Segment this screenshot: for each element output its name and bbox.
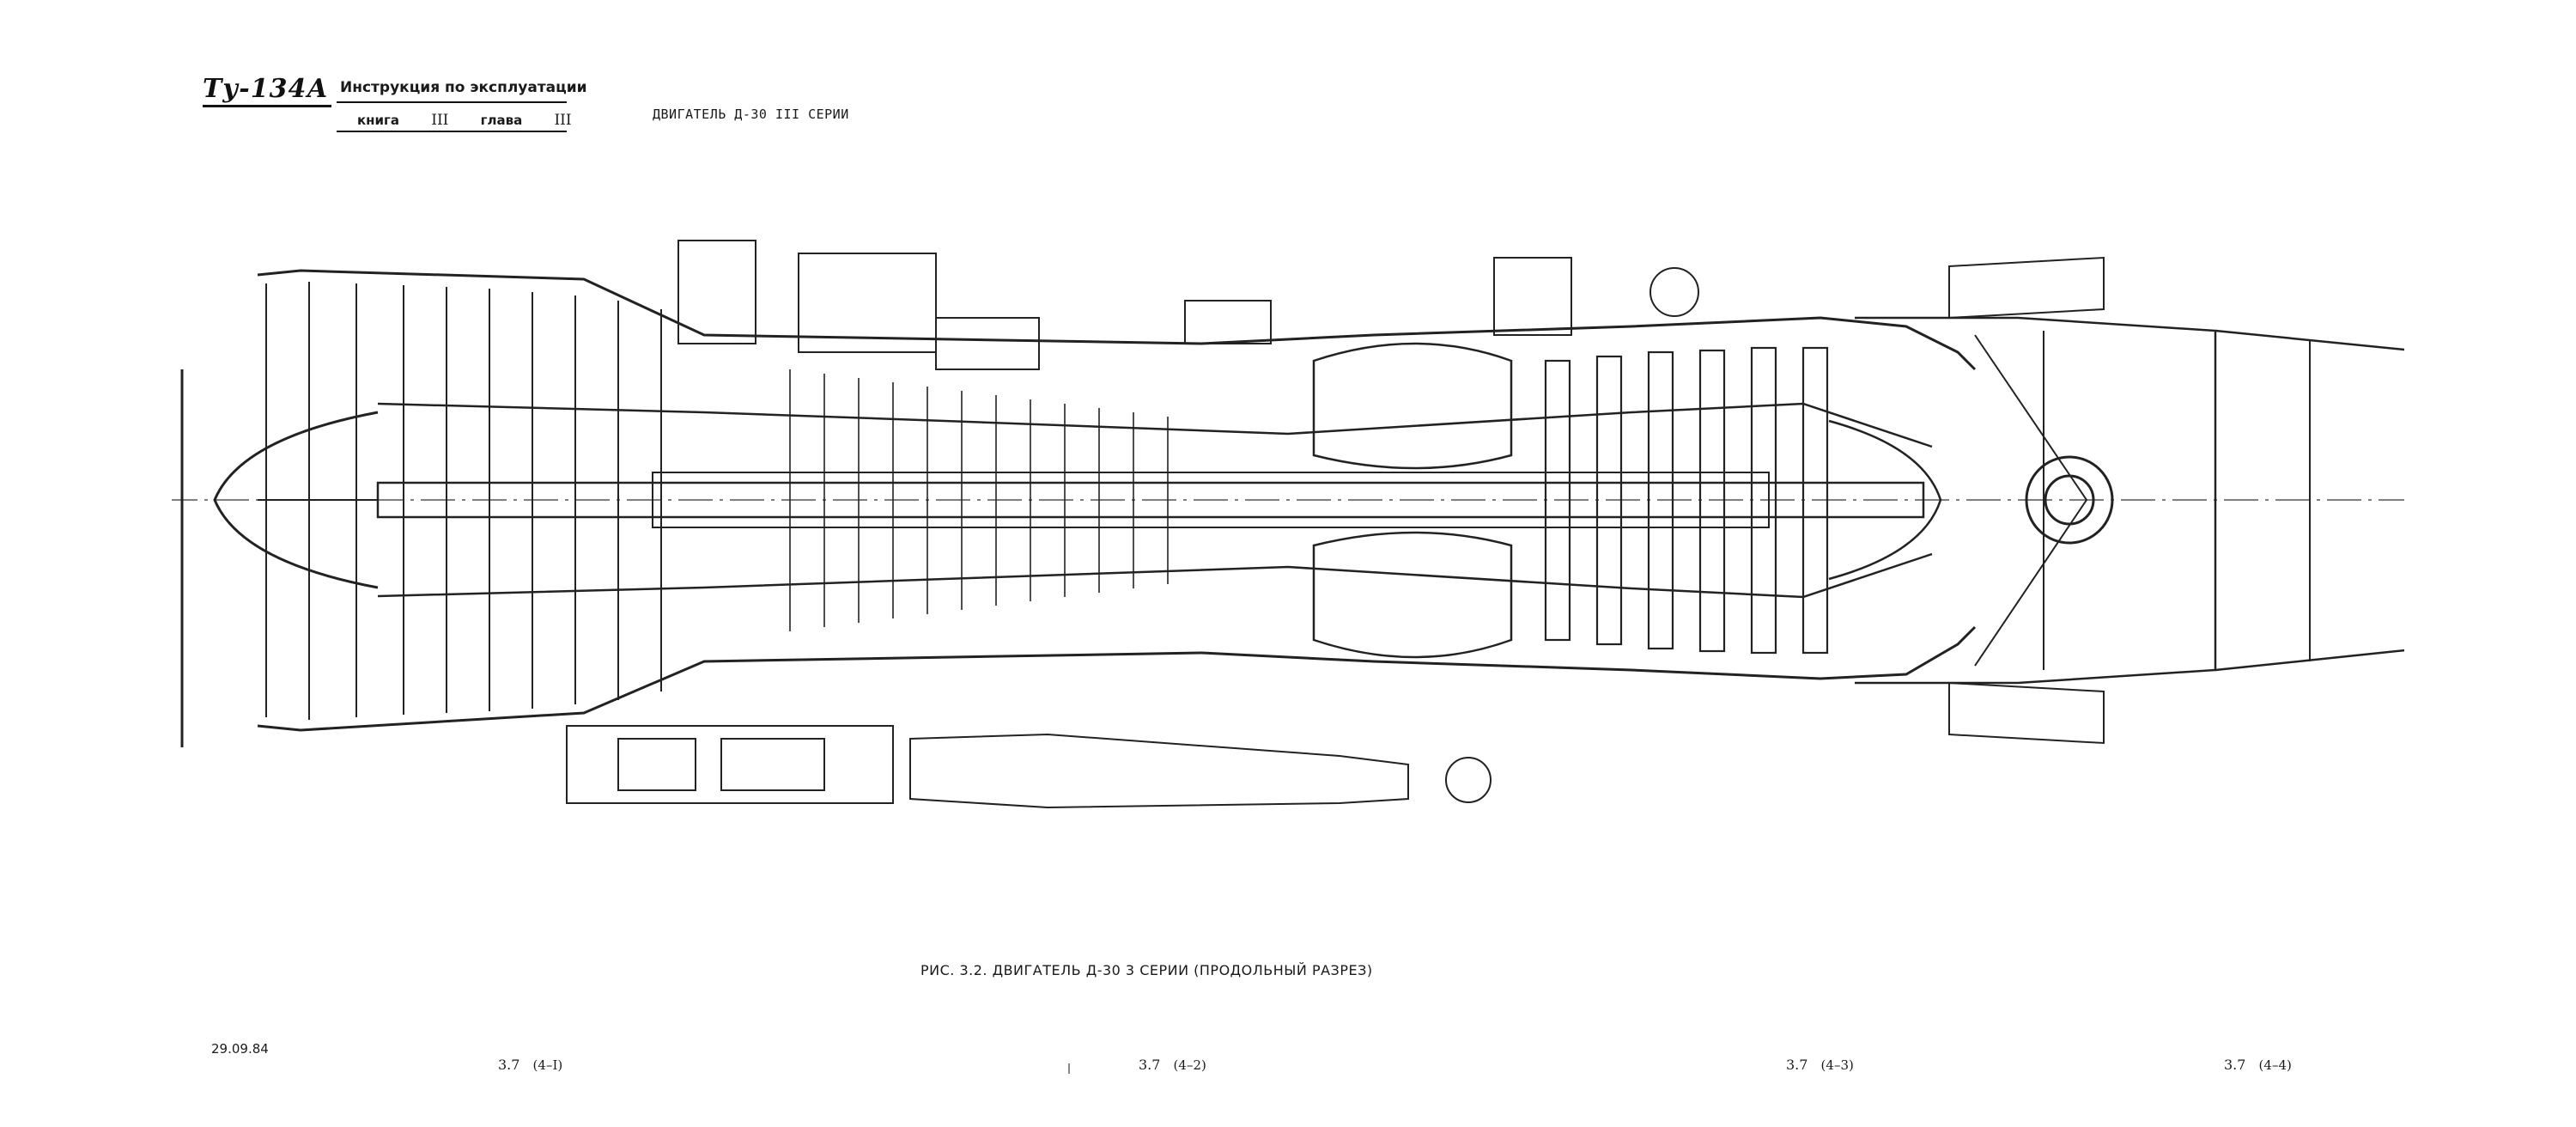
page-subnumber: (4–I) — [532, 1057, 563, 1073]
page-number: 3.7 — [498, 1057, 520, 1073]
chapter-number: III — [554, 112, 572, 129]
page-number: 3.7 — [1139, 1057, 1161, 1073]
aircraft-logo: Ту-134А — [203, 74, 329, 104]
logo-underline — [203, 105, 331, 107]
page-number-3: 3.7 (4–3) — [1786, 1057, 1854, 1073]
book-number: III — [431, 112, 449, 129]
page-subnumber: (4–3) — [1820, 1057, 1854, 1073]
revision-date: 29.09.84 — [211, 1041, 269, 1057]
page-subnumber: (4–4) — [2258, 1057, 2292, 1073]
manual-title: Инструкция по эксплуатации — [340, 79, 587, 96]
section-heading: ДВИГАТЕЛЬ Д-30 III СЕРИИ — [653, 107, 849, 122]
page-subnumber: (4–2) — [1173, 1057, 1206, 1073]
chapter-label: глава — [480, 113, 523, 128]
book-chapter-line: книга III глава III — [357, 112, 594, 129]
header-divider — [337, 101, 567, 103]
page-number-1: 3.7 (4–I) — [498, 1057, 562, 1073]
book-label: книга — [357, 113, 400, 128]
header-divider-bottom — [337, 131, 567, 132]
engine-cross-section-drawing — [172, 240, 2404, 809]
page-number-4: 3.7 (4–4) — [2224, 1057, 2292, 1073]
page-join-mark — [1068, 1063, 1070, 1074]
figure-caption: РИС. 3.2. ДВИГАТЕЛЬ Д-30 3 СЕРИИ (ПРОДОЛ… — [920, 962, 1373, 978]
page-number: 3.7 — [2224, 1057, 2246, 1073]
page-number: 3.7 — [1786, 1057, 1808, 1073]
page-number-2: 3.7 (4–2) — [1139, 1057, 1206, 1073]
